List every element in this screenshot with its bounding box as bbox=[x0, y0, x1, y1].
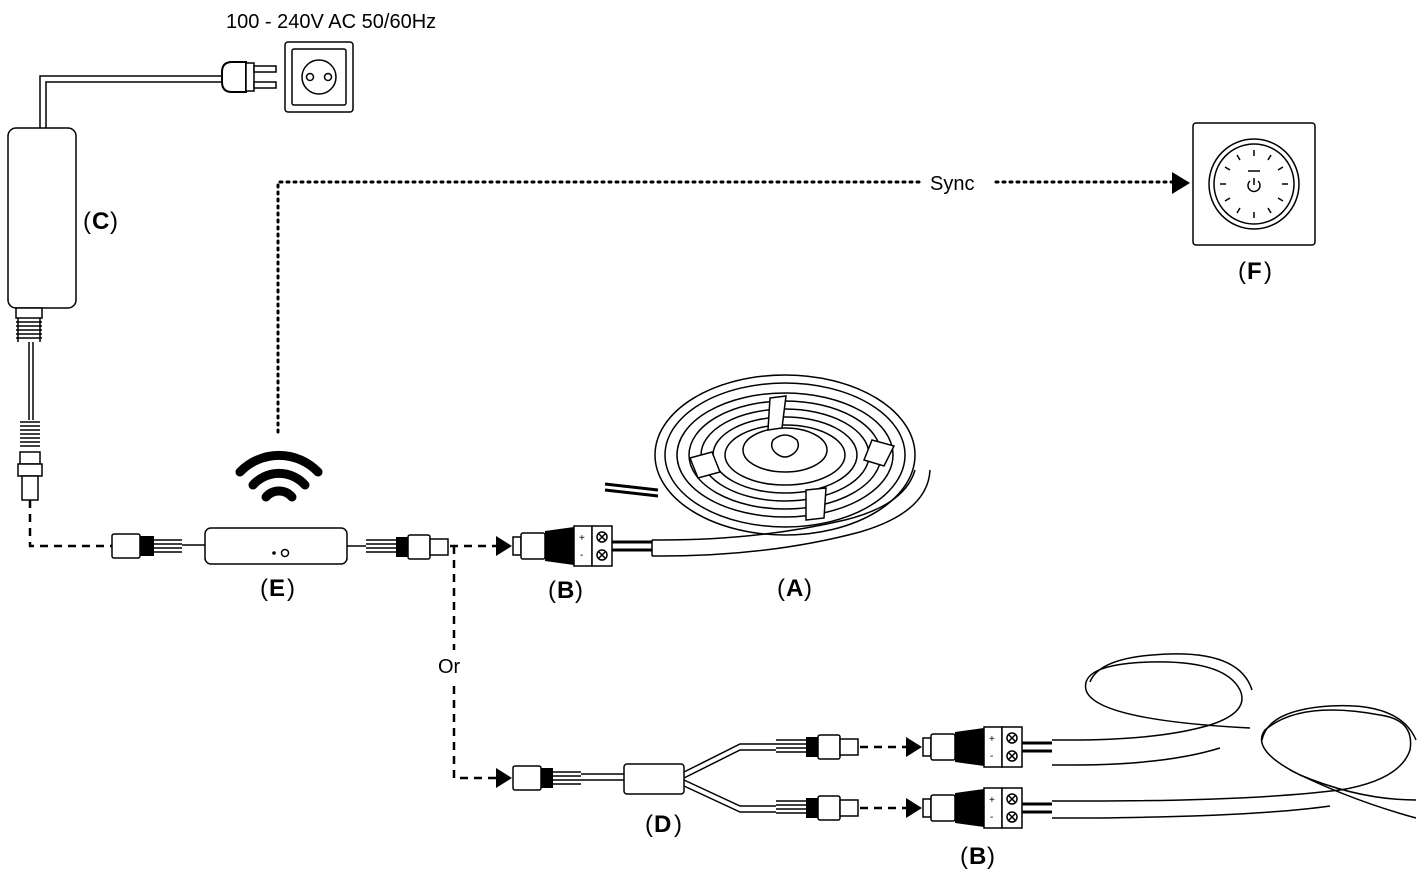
label-B-bottom: B bbox=[969, 843, 986, 870]
power-plug-icon bbox=[221, 61, 277, 93]
wall-socket-icon bbox=[284, 41, 354, 113]
svg-text:(: ( bbox=[1238, 258, 1246, 285]
svg-text:): ) bbox=[287, 575, 295, 602]
svg-text:(: ( bbox=[960, 843, 968, 870]
sync-line bbox=[276, 180, 924, 434]
svg-text:): ) bbox=[987, 843, 995, 870]
label-D: D bbox=[654, 811, 671, 838]
wall-dimmer-remote-F bbox=[1192, 122, 1316, 246]
svg-text:-: - bbox=[990, 812, 993, 823]
svg-text:+: + bbox=[579, 533, 585, 544]
svg-text:): ) bbox=[804, 575, 812, 602]
svg-text:(: ( bbox=[83, 208, 91, 235]
dc-link-adapter-controller bbox=[28, 500, 112, 548]
svg-text:): ) bbox=[110, 208, 118, 235]
mains-cable bbox=[39, 75, 222, 128]
svg-text:+: + bbox=[989, 795, 995, 806]
svg-text:+: + bbox=[989, 734, 995, 745]
sync-label: Sync bbox=[930, 173, 974, 195]
wifi-controller-E bbox=[111, 527, 449, 565]
svg-text:(: ( bbox=[548, 577, 556, 604]
svg-text:-: - bbox=[990, 751, 993, 762]
svg-text:(: ( bbox=[777, 575, 785, 602]
arrow-to-D-icon bbox=[496, 768, 512, 788]
label-A: A bbox=[786, 575, 803, 602]
svg-text:(: ( bbox=[645, 811, 653, 838]
power-icon bbox=[1247, 180, 1261, 193]
strip-connector-B-bottom-2: + - bbox=[922, 787, 1052, 829]
svg-text:(: ( bbox=[260, 575, 268, 602]
led-strip-loose bbox=[1052, 653, 1417, 819]
label-C: C bbox=[92, 208, 109, 235]
label-F: F bbox=[1247, 258, 1262, 285]
strip-connector-B-top: + - bbox=[512, 525, 652, 567]
arrow-to-B-2-icon bbox=[906, 798, 922, 818]
mains-voltage-label: 100 - 240V AC 50/60Hz bbox=[226, 11, 436, 33]
dc-link-controller-splitter bbox=[452, 686, 496, 780]
power-adapter-C bbox=[7, 127, 77, 501]
strip-connector-B-bottom-1: + - bbox=[922, 726, 1052, 768]
label-B-top: B bbox=[557, 577, 574, 604]
svg-text:): ) bbox=[1264, 258, 1272, 285]
led-strip-reel-A bbox=[604, 374, 931, 557]
svg-text:): ) bbox=[575, 577, 583, 604]
svg-text:-: - bbox=[580, 550, 583, 561]
svg-text:): ) bbox=[674, 811, 682, 838]
arrow-to-B-top-icon bbox=[496, 536, 512, 556]
y-splitter-cable-D bbox=[512, 734, 859, 821]
sync-arrow-icon bbox=[1172, 172, 1190, 194]
or-label: Or bbox=[438, 656, 461, 678]
wifi-icon bbox=[235, 450, 323, 502]
label-E: E bbox=[269, 575, 285, 602]
arrow-to-B-1-icon bbox=[906, 737, 922, 757]
